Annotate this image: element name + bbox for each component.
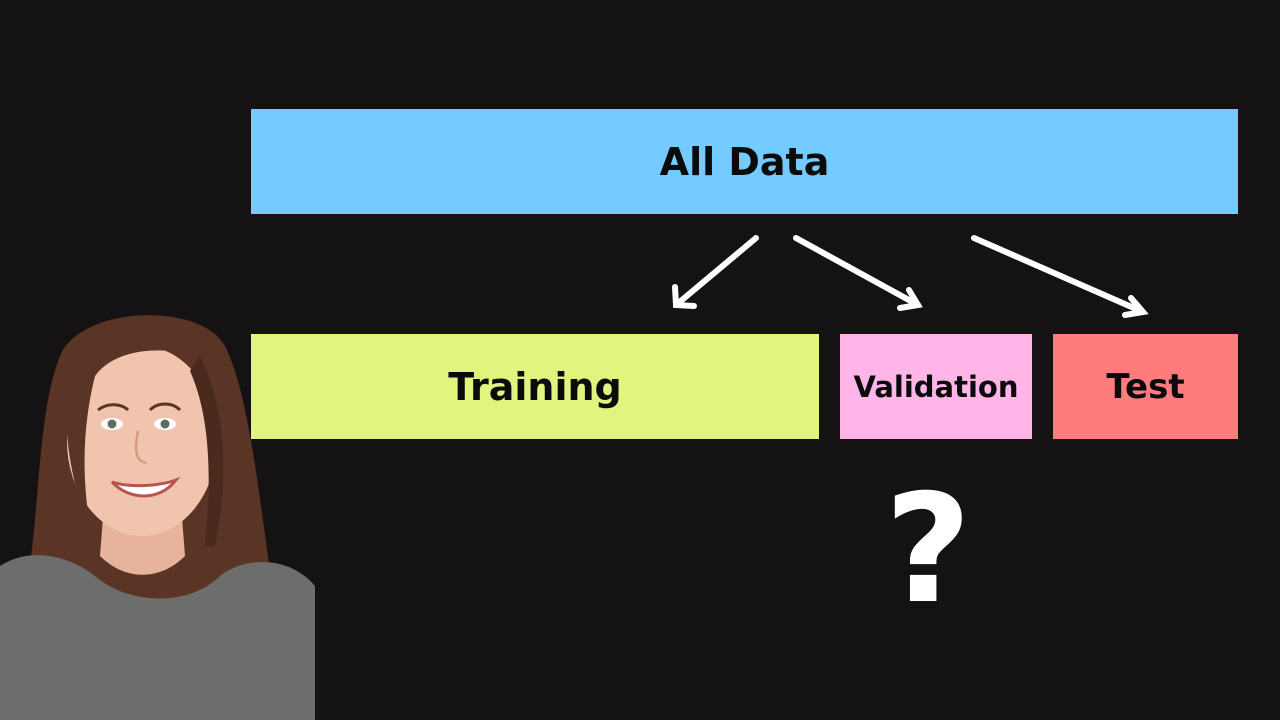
presenter-face [67,346,217,536]
all-data-box: All Data [251,109,1238,214]
test-box: Test [1053,334,1238,439]
arrow-to-training [672,235,759,309]
arrow-to-test [971,235,1149,318]
validation-box: Validation [840,334,1032,439]
presenter-photo [0,315,315,720]
presenter-sweater [0,555,315,720]
arrow-to-validation [793,235,923,311]
training-box: Training [251,334,819,439]
question-mark: ? [884,463,972,637]
